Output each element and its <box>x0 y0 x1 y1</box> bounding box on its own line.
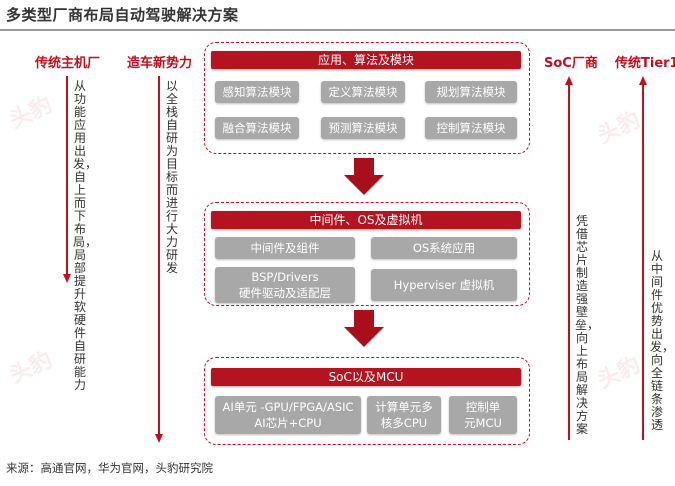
player-description-soc-vendor: 凭借芯片制造强壁垒，向上布局解决方案 <box>575 214 600 436</box>
title-divider <box>0 29 675 31</box>
watermark: 头豹 <box>5 92 57 134</box>
up-arrow-icon <box>565 76 573 85</box>
up-arrow-line <box>642 84 644 440</box>
layer-header: 应用、算法及模块 <box>211 51 521 69</box>
module-compute-unit: 计算单元多 核多CPU <box>367 396 441 434</box>
player-label-traditional-oem: 传统主机厂 <box>35 56 101 71</box>
player-label-tier1: 传统Tier1 <box>615 56 675 71</box>
module-line: 中间件及组件 <box>250 241 320 255</box>
module-line: 控制单 <box>465 400 501 414</box>
module-control-unit: 控制单 元MCU <box>449 396 517 434</box>
module-prediction: 预测算法模块 <box>321 117 405 139</box>
module-definition: 定义算法模块 <box>321 81 405 103</box>
module-middleware: 中间件及组件 <box>215 237 355 259</box>
module-line: OS系统应用 <box>412 241 476 255</box>
source-note: 来源：高通官网，华为官网，头豹研究院 <box>6 461 213 475</box>
module-bsp-drivers: BSP/Drivers 硬件驱动及适配层 <box>215 267 355 303</box>
down-arrow-icon <box>63 274 71 283</box>
layer-header: 中间件、OS及虚拟机 <box>211 211 521 229</box>
module-fusion: 融合算法模块 <box>215 117 299 139</box>
module-line: AI单元 -GPU/FPGA/ASIC <box>222 400 354 414</box>
module-line: Hyperviser 虚拟机 <box>393 278 495 292</box>
player-label-new-forces: 造车新势力 <box>127 56 193 71</box>
down-block-arrow-icon <box>344 158 384 198</box>
down-arrow-icon <box>155 434 163 443</box>
layer-header: SoC以及MCU <box>211 368 521 386</box>
module-control: 控制算法模块 <box>425 117 517 139</box>
module-line: 元MCU <box>464 416 502 430</box>
module-ai-unit: AI单元 -GPU/FPGA/ASIC AI芯片+CPU <box>215 396 361 434</box>
up-arrow-icon <box>639 76 647 85</box>
player-label-soc-vendor: SoC厂商 <box>544 56 598 71</box>
down-arrow-line <box>158 76 160 436</box>
down-block-arrow-icon <box>344 310 384 350</box>
module-line: BSP/Drivers <box>251 270 319 284</box>
down-arrow-line <box>66 76 68 276</box>
layer-middleware-os: 中间件、OS及虚拟机 中间件及组件 OS系统应用 BSP/Drivers 硬件驱… <box>204 202 530 306</box>
watermark: 头豹 <box>5 347 57 389</box>
module-line: AI芯片+CPU <box>254 416 322 430</box>
layer-application-algorithm: 应用、算法及模块 感知算法模块 定义算法模块 规划算法模块 融合算法模块 预测算… <box>204 42 530 154</box>
player-description-traditional-oem: 从功能应用出发，自上而下布局，局部提升软硬件自研能力 <box>73 79 98 392</box>
watermark: 头豹 <box>593 107 645 149</box>
watermark: 头豹 <box>593 352 645 394</box>
player-description-new-forces: 以全栈自研为目标而进行大力研发 <box>165 79 178 275</box>
module-os: OS系统应用 <box>371 237 517 259</box>
module-planning: 规划算法模块 <box>425 81 517 103</box>
module-line: 核多CPU <box>380 416 428 430</box>
module-perception: 感知算法模块 <box>215 81 299 103</box>
page-title: 多类型厂商布局自动驾驶解决方案 <box>6 6 239 24</box>
player-description-tier1: 从中间件优势出发，向全链条渗透 <box>650 249 675 432</box>
module-line: 硬件驱动及适配层 <box>239 286 331 300</box>
module-line: 计算单元多 <box>375 400 433 414</box>
module-hypervisor: Hyperviser 虚拟机 <box>371 269 517 301</box>
layer-soc-mcu: SoC以及MCU AI单元 -GPU/FPGA/ASIC AI芯片+CPU 计算… <box>204 357 530 445</box>
up-arrow-line <box>568 84 570 440</box>
